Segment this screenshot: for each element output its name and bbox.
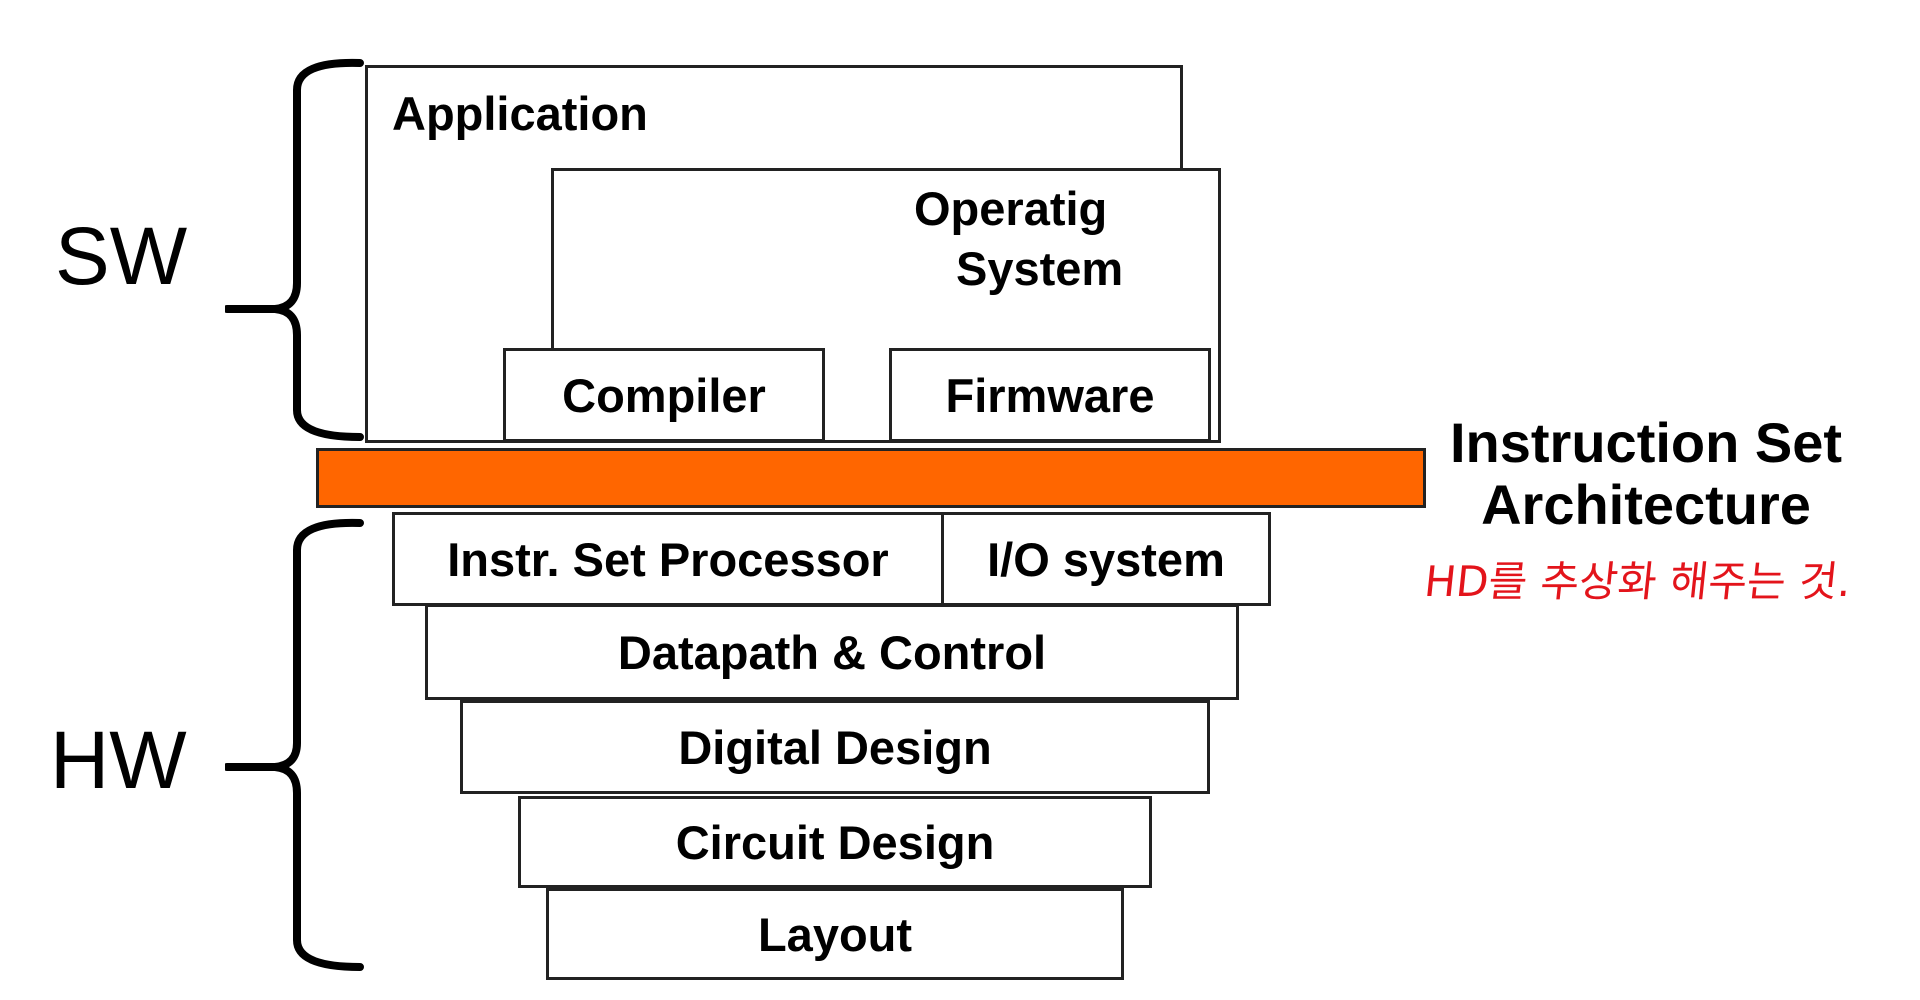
- datapath-control-label: Datapath & Control: [617, 625, 1047, 679]
- operating-system-label-line1: Operatig: [914, 182, 1108, 235]
- layout-label: Layout: [757, 907, 913, 961]
- isa-label-line2: Architecture: [1481, 472, 1811, 536]
- instr-set-processor-label: Instr. Set Processor: [447, 532, 889, 586]
- application-label: Application: [392, 87, 648, 140]
- circuit-design-layer: Circuit Design: [518, 796, 1152, 888]
- io-system-layer: I/O system: [941, 512, 1271, 606]
- hw-brace-icon: [225, 518, 364, 971]
- compiler-layer: Compiler: [503, 348, 825, 442]
- firmware-layer: Firmware: [889, 348, 1211, 442]
- sw-brace-icon: [225, 58, 364, 441]
- compiler-label: Compiler: [562, 368, 766, 422]
- isa-annotation: HD를 추상화 해주는 것.: [1422, 557, 1854, 606]
- isa-label-line1: Instruction Set: [1450, 411, 1843, 474]
- sw-label: SW: [55, 211, 188, 302]
- instr-set-processor-layer: Instr. Set Processor: [392, 512, 944, 606]
- isa-bar: [316, 448, 1426, 508]
- hw-label: HW: [50, 715, 187, 806]
- digital-design-label: Digital Design: [678, 720, 992, 774]
- circuit-design-label: Circuit Design: [675, 815, 995, 869]
- datapath-control-layer: Datapath & Control: [425, 604, 1239, 700]
- io-system-label: I/O system: [987, 532, 1225, 586]
- isa-label: Instruction Set Architecture: [1450, 412, 1842, 535]
- operating-system-label-line2: System: [956, 242, 1124, 295]
- digital-design-layer: Digital Design: [460, 700, 1210, 794]
- layout-layer: Layout: [546, 888, 1124, 980]
- firmware-label: Firmware: [945, 368, 1155, 422]
